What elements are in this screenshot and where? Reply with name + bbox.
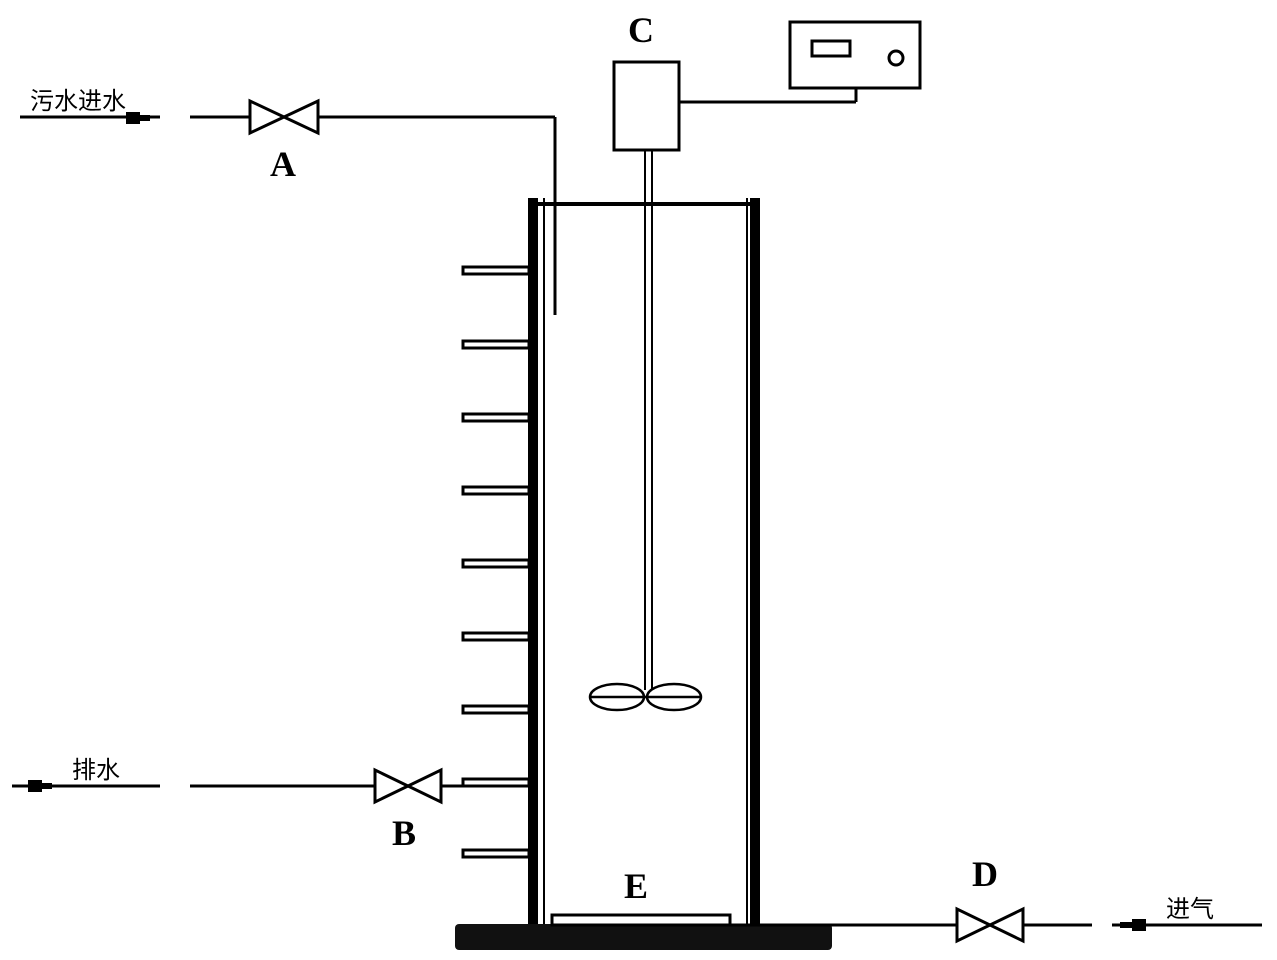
air-inlet-label: 进气 bbox=[1166, 895, 1214, 923]
sampling-port[interactable] bbox=[461, 848, 531, 859]
valve-a-icon[interactable] bbox=[248, 98, 320, 136]
valve-b-icon[interactable] bbox=[373, 767, 443, 805]
aerator-disc bbox=[550, 913, 732, 927]
valve-d-icon[interactable] bbox=[955, 906, 1025, 944]
drain-label: 排水 bbox=[72, 756, 120, 784]
sampling-port[interactable] bbox=[461, 485, 531, 496]
reactor-base-plate bbox=[455, 924, 832, 950]
sampling-ports bbox=[461, 265, 531, 859]
drain-nozzle-icon bbox=[28, 780, 52, 792]
sampling-port[interactable] bbox=[461, 339, 531, 350]
valve-a-label: A bbox=[270, 144, 296, 184]
sampling-port[interactable] bbox=[461, 412, 531, 423]
sewage-inlet-label: 污水进水 bbox=[30, 87, 126, 115]
sampling-port[interactable] bbox=[461, 265, 531, 276]
sampling-port[interactable] bbox=[461, 704, 531, 715]
reactor-column bbox=[528, 198, 760, 932]
valve-d-label: D bbox=[972, 854, 998, 894]
sampling-port[interactable] bbox=[461, 631, 531, 642]
valve-b-label: B bbox=[392, 813, 416, 853]
sewage-inlet-nozzle-icon bbox=[126, 112, 150, 124]
air-inlet-nozzle-icon bbox=[1120, 919, 1146, 931]
stirrer-shaft bbox=[644, 150, 653, 690]
controller-cable bbox=[679, 88, 858, 104]
aerator-e-label: E bbox=[624, 866, 648, 906]
stirrer-motor-box bbox=[612, 60, 681, 152]
impeller-icon bbox=[588, 682, 703, 712]
motor-c-label: C bbox=[628, 10, 654, 50]
speed-controller-box[interactable] bbox=[788, 20, 922, 90]
controller-display-icon bbox=[810, 39, 852, 58]
sampling-port[interactable] bbox=[461, 777, 531, 788]
controller-knob-icon[interactable] bbox=[887, 49, 905, 67]
sampling-port[interactable] bbox=[461, 558, 531, 569]
